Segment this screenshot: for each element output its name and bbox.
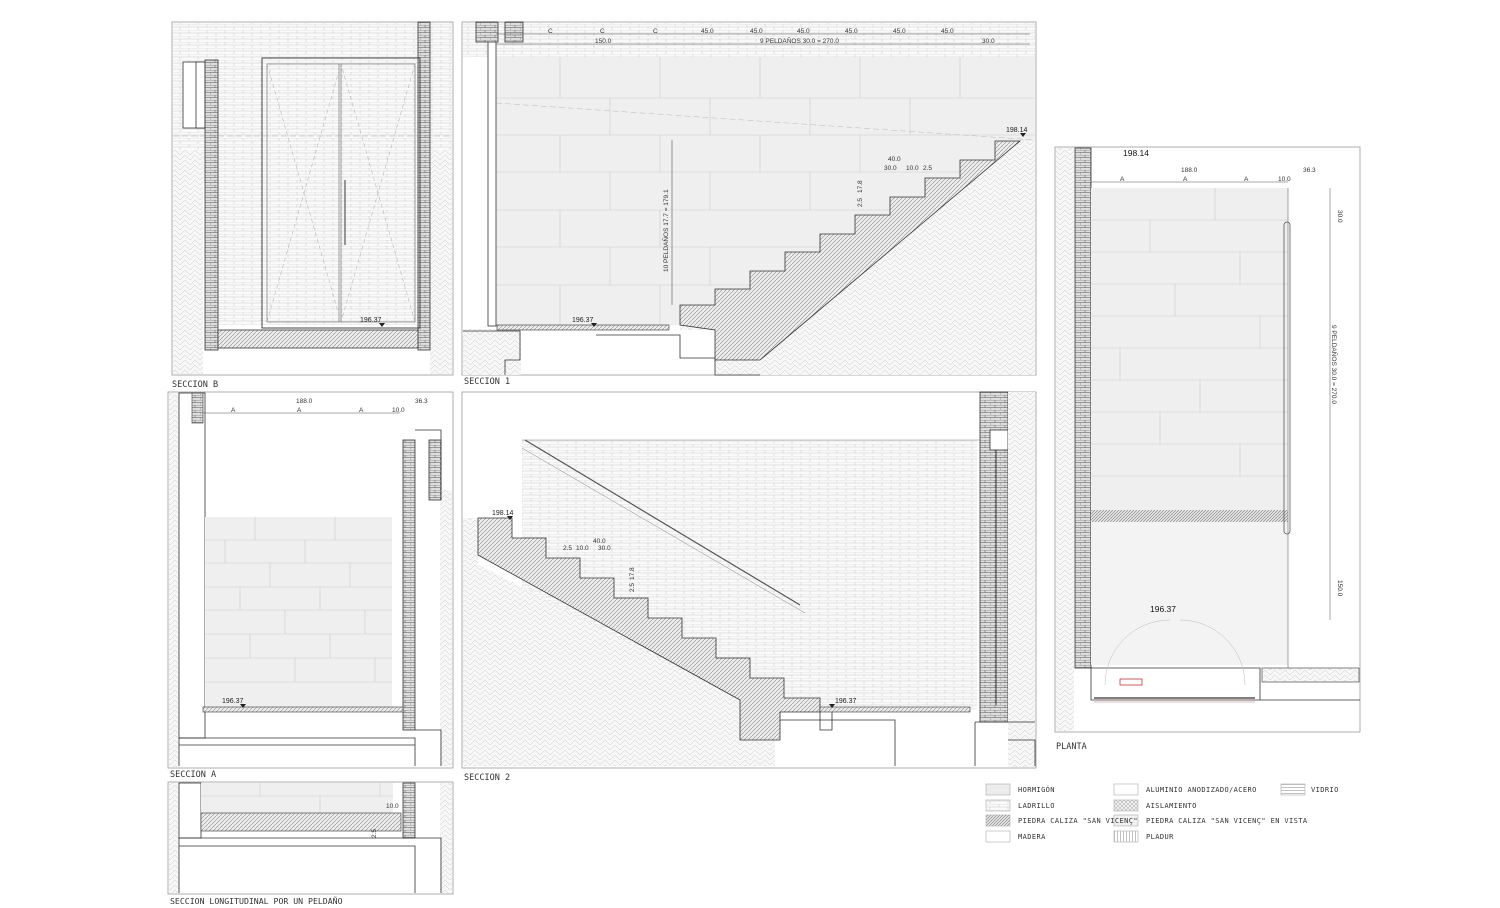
- svg-text:C: C: [653, 28, 658, 35]
- svg-text:30.0: 30.0: [982, 38, 995, 45]
- svg-text:188.0: 188.0: [1181, 167, 1198, 174]
- svg-text:9 PELDAÑOS 30.0 = 270.0: 9 PELDAÑOS 30.0 = 270.0: [1330, 325, 1339, 404]
- svg-text:196.37: 196.37: [835, 698, 857, 705]
- svg-text:17.8: 17.8: [857, 180, 864, 193]
- section-2-label: SECCION 2: [464, 773, 510, 783]
- svg-text:10.0: 10.0: [1278, 176, 1291, 183]
- svg-text:45.0: 45.0: [845, 28, 858, 35]
- section-b-label: SECCION B: [172, 380, 218, 390]
- svg-text:A: A: [1120, 176, 1125, 183]
- section-longitudinal: 10.0 2.5: [167, 781, 454, 895]
- svg-text:150.0: 150.0: [595, 38, 612, 45]
- section-1: [461, 21, 1037, 376]
- legend-swatch-madera: [985, 830, 1011, 843]
- legend-swatch-pladur: [1113, 830, 1139, 843]
- legend: [985, 783, 1306, 843]
- legend-swatch-hormigon: [985, 783, 1011, 796]
- svg-text:198.14: 198.14: [492, 510, 514, 517]
- svg-text:45.0: 45.0: [701, 28, 714, 35]
- legend-label-pladur: PLADUR: [1146, 833, 1174, 841]
- svg-text:10.0: 10.0: [576, 545, 589, 552]
- svg-text:30.0: 30.0: [884, 165, 897, 172]
- svg-text:150.0: 150.0: [1336, 580, 1343, 597]
- svg-text:45.0: 45.0: [750, 28, 763, 35]
- svg-text:40.0: 40.0: [593, 538, 606, 545]
- svg-text:36.3: 36.3: [1303, 167, 1316, 174]
- legend-label-aislamiento: AISLAMIENTO: [1146, 802, 1197, 810]
- section-long-label: SECCION LONGITUDINAL POR UN PELDAÑO: [170, 896, 343, 906]
- legend-label-hormigon: HORMIGÓN: [1018, 786, 1055, 794]
- svg-text:45.0: 45.0: [893, 28, 906, 35]
- svg-text:A: A: [1183, 176, 1188, 183]
- svg-text:10.0: 10.0: [392, 407, 405, 414]
- svg-text:2.5: 2.5: [563, 545, 572, 552]
- legend-swatch-vidrio: [1280, 783, 1306, 796]
- svg-text:196.37: 196.37: [1150, 604, 1176, 614]
- svg-text:A: A: [231, 407, 236, 414]
- svg-text:30.0: 30.0: [598, 545, 611, 552]
- planta: 198.14 A 188.0 A A 10.0 36.3 30.0 9 PELD…: [1054, 146, 1361, 733]
- svg-text:A: A: [1244, 176, 1249, 183]
- svg-text:36.3: 36.3: [415, 398, 428, 405]
- legend-swatch-piedra-vista: [1113, 814, 1139, 827]
- legend-label-piedra: PIEDRA CALIZA "SAN VICENÇ": [1018, 817, 1138, 825]
- section-b-elev: 196.37: [360, 317, 382, 324]
- legend-label-madera: MADERA: [1018, 833, 1046, 841]
- legend-label-aluminio: ALUMINIO ANODIZADO/ACERO: [1146, 786, 1257, 794]
- section-1-label: SECCION 1: [464, 377, 510, 387]
- svg-text:10.0: 10.0: [386, 803, 399, 810]
- svg-text:10.0: 10.0: [906, 165, 919, 172]
- svg-text:45.0: 45.0: [941, 28, 954, 35]
- legend-swatch-ladrillo: [985, 799, 1011, 812]
- svg-text:2.5: 2.5: [857, 198, 864, 207]
- svg-text:2.5: 2.5: [923, 165, 932, 172]
- svg-text:30.0: 30.0: [1336, 210, 1343, 223]
- svg-text:C: C: [548, 28, 553, 35]
- svg-text:45.0: 45.0: [797, 28, 810, 35]
- section-1-dims: C C C 45.0 45.0 45.0 45.0 45.0 45.0 150.…: [548, 28, 1028, 327]
- svg-text:196.37: 196.37: [222, 698, 244, 705]
- svg-text:10 PELDAÑOS 17.7 = 179.1: 10 PELDAÑOS 17.7 = 179.1: [661, 189, 670, 272]
- svg-text:A: A: [297, 407, 302, 414]
- section-a-label: SECCION A: [170, 770, 216, 780]
- svg-text:40.0: 40.0: [888, 156, 901, 163]
- planta-label: PLANTA: [1056, 742, 1087, 752]
- svg-text:A: A: [359, 407, 364, 414]
- svg-text:198.14: 198.14: [1123, 148, 1149, 158]
- svg-text:2.5: 2.5: [629, 583, 636, 592]
- section-b: 196.37: [171, 21, 454, 376]
- section-a: A 188.0 A A 36.3 10.0 196.37: [167, 391, 454, 769]
- legend-swatch-aluminio: [1113, 783, 1139, 796]
- legend-label-piedra-vista: PIEDRA CALIZA "SAN VICENÇ" EN VISTA: [1146, 817, 1308, 825]
- svg-text:198.14: 198.14: [1006, 127, 1028, 134]
- legend-label-vidrio: VIDRIO: [1311, 786, 1339, 794]
- section-2: 198.14 40.0 2.5 10.0 30.0 17.8 2.5 196.3…: [461, 391, 1037, 769]
- svg-text:2.5: 2.5: [371, 829, 378, 838]
- legend-swatch-piedra: [985, 814, 1011, 827]
- svg-text:C: C: [600, 28, 605, 35]
- svg-text:188.0: 188.0: [296, 398, 313, 405]
- svg-text:9 PELDAÑOS 30.0 = 270.0: 9 PELDAÑOS 30.0 = 270.0: [760, 36, 839, 45]
- legend-swatch-aislamiento: [1113, 799, 1139, 812]
- svg-text:196.37: 196.37: [572, 317, 594, 324]
- svg-text:17.8: 17.8: [629, 567, 636, 580]
- legend-label-ladrillo: LADRILLO: [1018, 802, 1055, 810]
